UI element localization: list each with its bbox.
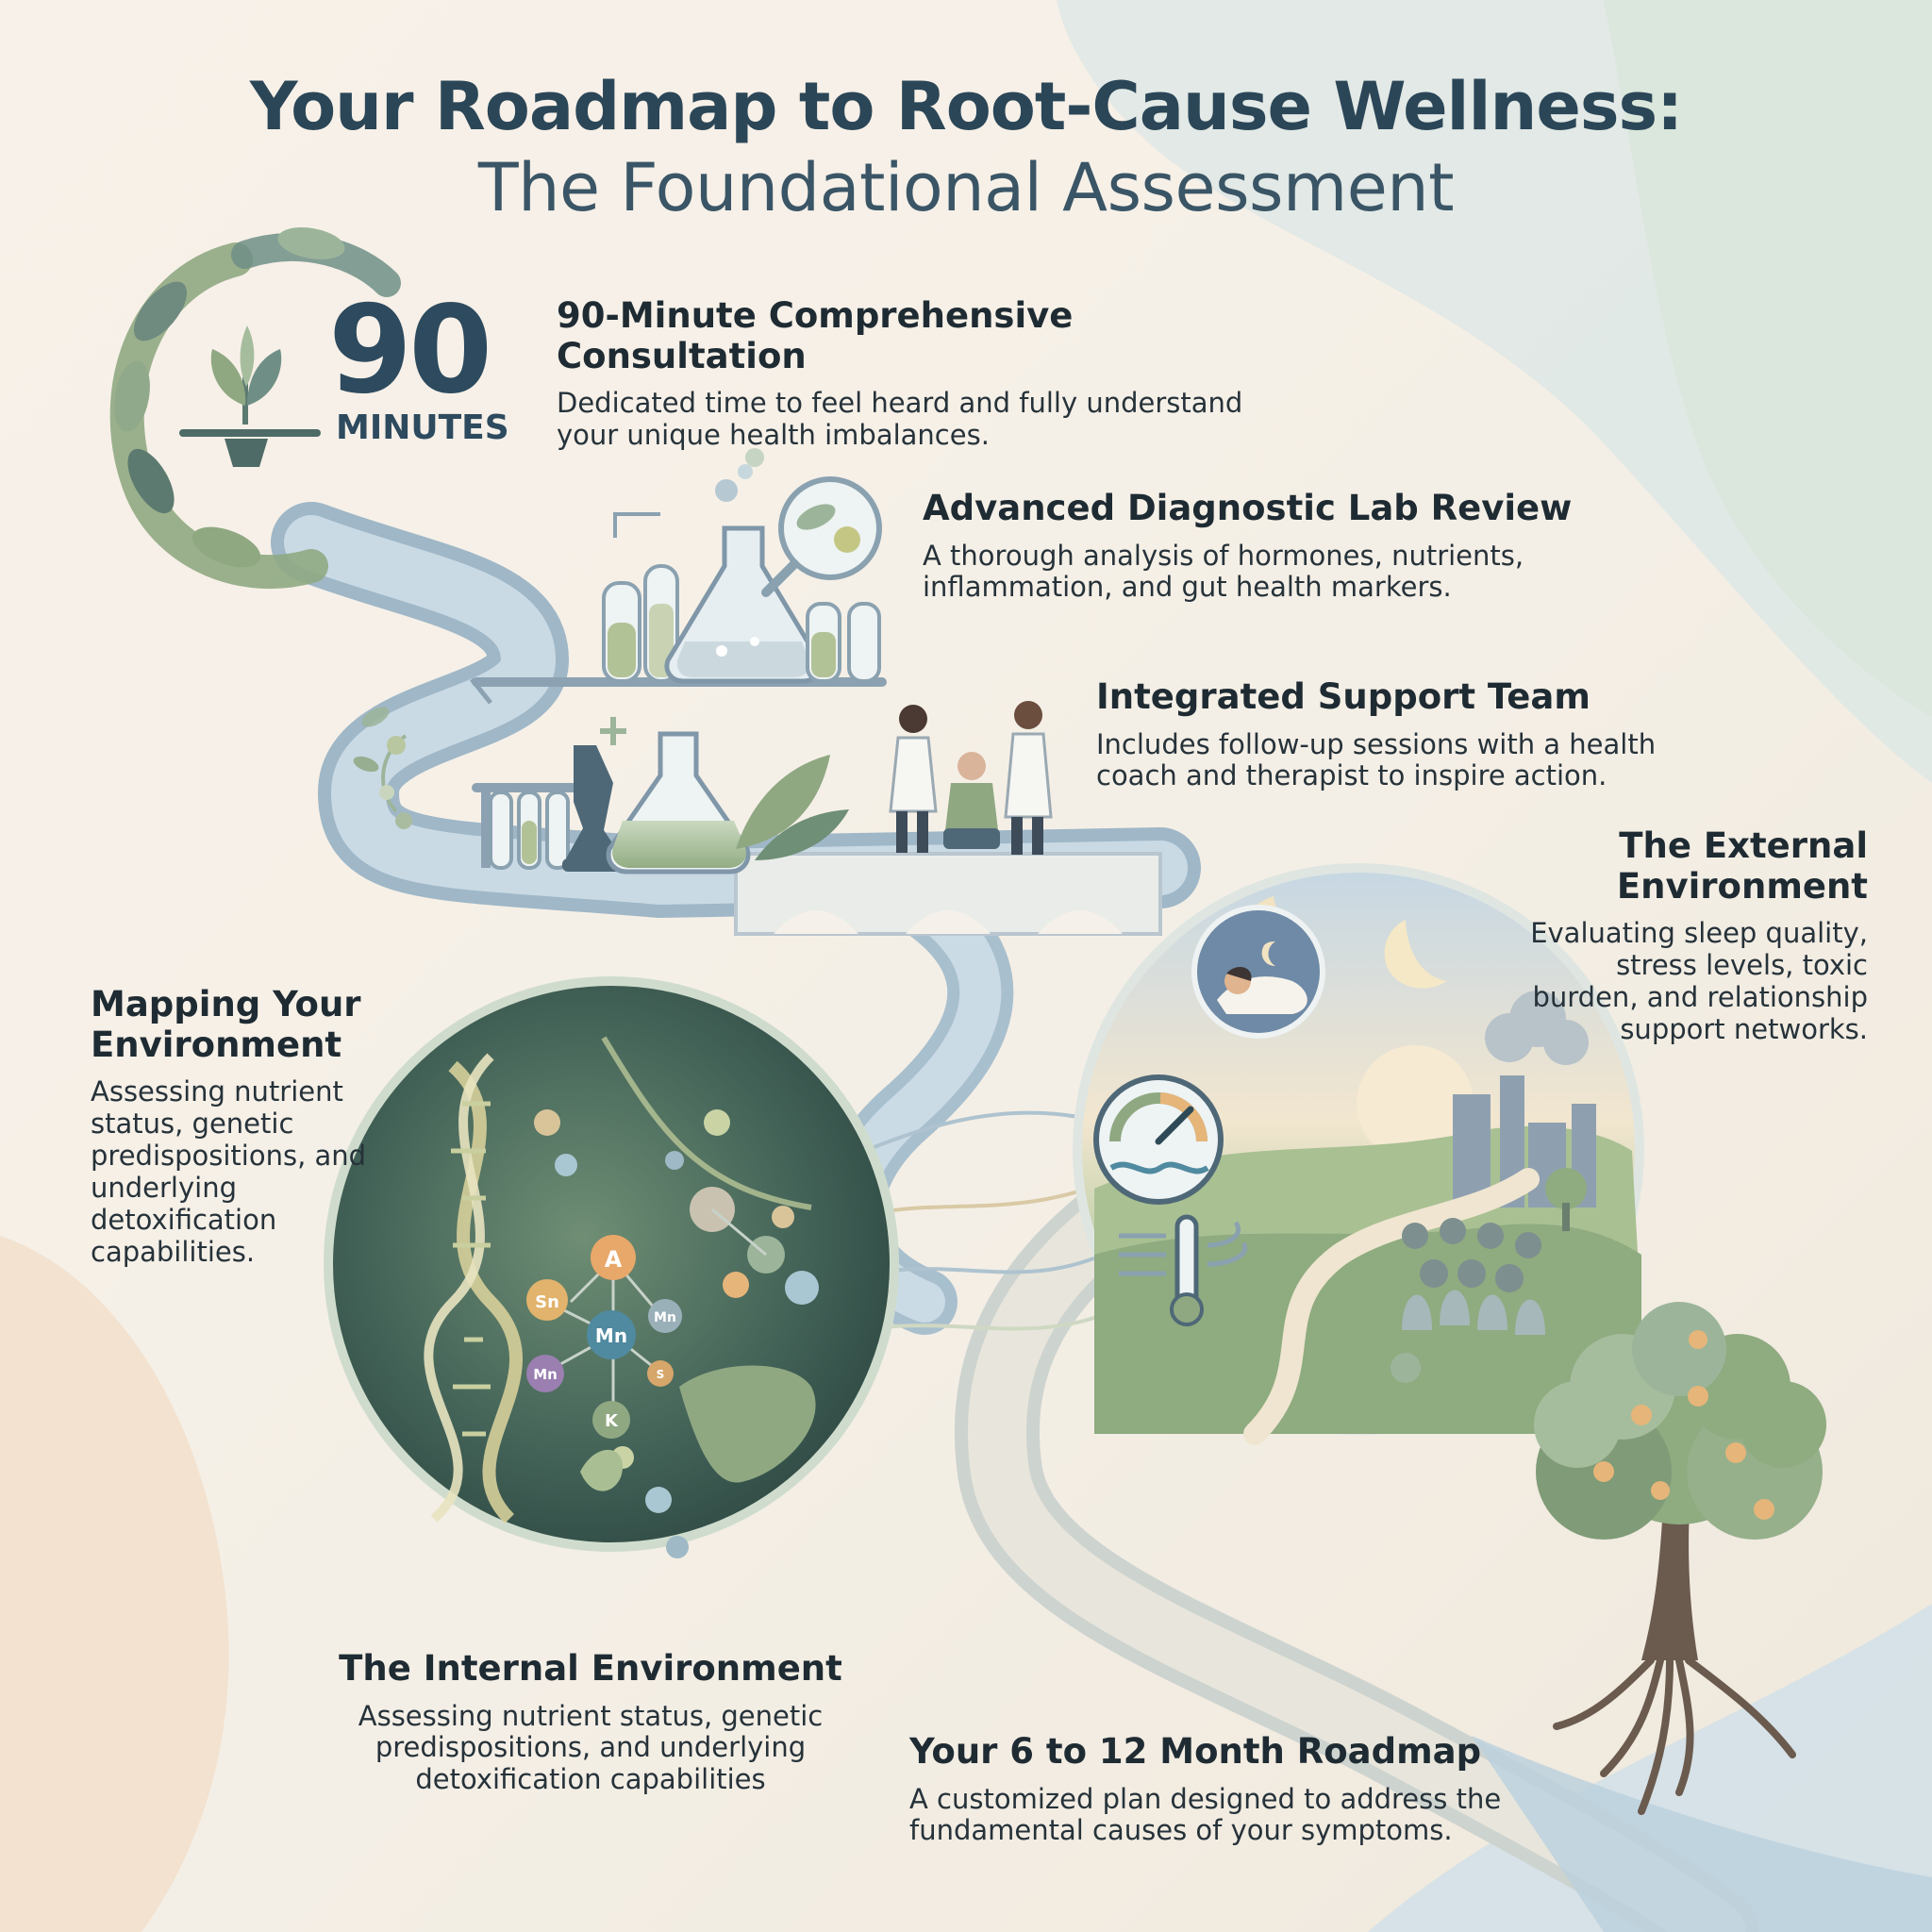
crescent-moon-icon (1384, 920, 1447, 989)
badge-number: 90 (328, 280, 492, 421)
step-consultation-heading: 90-Minute Comprehensive Consultation (557, 295, 1074, 376)
step-lab-review-body: A thorough analysis of hormones, nutrien… (923, 539, 1524, 604)
lab-glassware-upper (472, 448, 887, 687)
magnifier-microbe-icon (761, 476, 882, 597)
lab-glassware-lower (379, 677, 849, 874)
element-mn-label-left: Mn (533, 1366, 558, 1383)
step-external-environment-body: Evaluating sleep quality, stress levels,… (1530, 917, 1868, 1045)
step-internal-environment-body: Assessing nutrient status, genetic predi… (358, 1699, 824, 1796)
step-mapping-environment: Mapping Your Environment Assessing nutri… (91, 984, 392, 1269)
element-sn-label: Sn (535, 1292, 559, 1312)
bg-wash-bottom-left (0, 1236, 229, 1932)
element-a-label: A (605, 1246, 623, 1273)
step-consultation-body: Dedicated time to feel heard and fully u… (557, 387, 1243, 452)
element-mn-bubble-right (648, 1299, 682, 1333)
internal-environment-circle (324, 976, 899, 1558)
element-sn-bubble (526, 1279, 568, 1321)
thermometer-wind-icon (1119, 1214, 1248, 1326)
support-team-figures (889, 701, 1053, 855)
step-mapping-environment-heading: Mapping Your Environment (91, 984, 361, 1065)
leaf-wreath-badge (109, 227, 401, 590)
step-mapping-environment-body: Assessing nutrient status, genetic predi… (91, 1075, 367, 1268)
step-support-team-body: Includes follow-up sessions with a healt… (1096, 727, 1657, 792)
element-mn-bubble-left (526, 1355, 564, 1392)
title-main: Your Roadmap to Root-Cause Wellness: (249, 68, 1683, 145)
bridge (734, 852, 1162, 936)
tree-of-roots (1534, 1302, 1826, 1815)
step-roadmap: Your 6 to 12 Month Roadmap A customized … (909, 1731, 1532, 1847)
step-roadmap-heading: Your 6 to 12 Month Roadmap (909, 1731, 1482, 1772)
element-s-label: S (657, 1368, 665, 1381)
step-support-team: Integrated Support Team Includes follow-… (1096, 676, 1681, 792)
sleep-icon (1191, 905, 1325, 1039)
step-consultation: 90-Minute Comprehensive Consultation Ded… (557, 295, 1311, 452)
decorative-leaves (353, 707, 390, 773)
element-mn-label-right: Mn (654, 1310, 676, 1325)
title-sub: The Foundational Assessment (477, 149, 1455, 226)
winding-path (271, 502, 1932, 1932)
step-lab-review-heading: Advanced Diagnostic Lab Review (923, 488, 1573, 528)
page-title: Your Roadmap to Root-Cause Wellness: The… (0, 68, 1932, 226)
stress-gauge-icon (1093, 1074, 1224, 1205)
element-bubbles: A Sn Mn Mn Mn S K (526, 1235, 682, 1439)
step-external-environment: The External Environment Evaluating slee… (1377, 825, 1868, 1046)
element-a-bubble (591, 1235, 636, 1280)
element-k-bubble (592, 1401, 630, 1439)
element-mn-bubble-center (587, 1310, 636, 1359)
step-internal-environment-heading: The Internal Environment (339, 1648, 842, 1689)
element-s-bubble (647, 1360, 674, 1387)
step-internal-environment: The Internal Environment Assessing nutri… (336, 1648, 845, 1796)
step-lab-review: Advanced Diagnostic Lab Review A thoroug… (923, 488, 1621, 604)
step-external-environment-heading: The External Environment (1616, 825, 1868, 907)
element-k-label: K (605, 1411, 619, 1431)
badge-unit: MINUTES (336, 408, 509, 447)
step-support-team-heading: Integrated Support Team (1096, 676, 1591, 717)
step-roadmap-body: A customized plan designed to address th… (909, 1782, 1502, 1847)
element-mn-label-center: Mn (595, 1324, 627, 1347)
bg-wash-top-right-green (1604, 0, 1932, 717)
